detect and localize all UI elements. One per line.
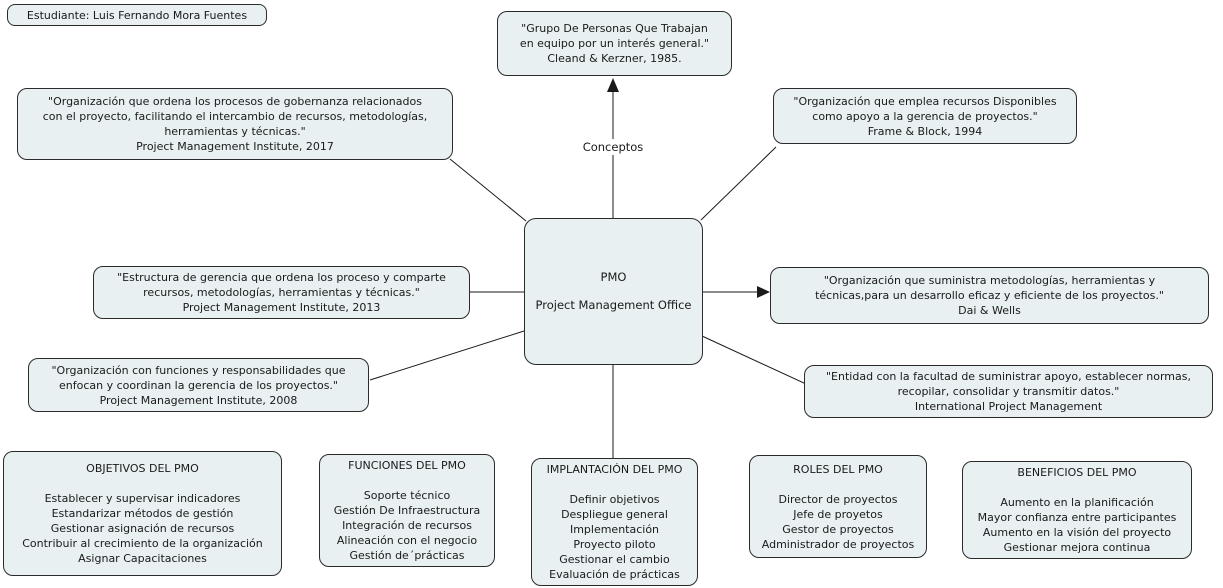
quote-line: "Organización que emplea recursos Dispon…: [793, 94, 1057, 108]
quote-source: Project Management Institute, 2017: [136, 140, 334, 153]
quote-line: "Entidad con la facultad de suministrar …: [826, 370, 1191, 383]
quote-line: como apoyo a la gerencia de proyectos.": [812, 109, 1038, 123]
edge-pmo-pmi2008: [369, 330, 525, 381]
category-item: Despliegue general: [561, 508, 668, 521]
category-box-roles: ROLES DEL PMO Director de proyectos Jefe…: [749, 455, 927, 558]
quote-line: "Grupo De Personas Que Trabajan: [521, 22, 708, 35]
category-item: Asignar Capacitaciones: [78, 552, 207, 565]
quote-line: técnicas,para un desarrollo eficaz y efi…: [815, 289, 1164, 302]
category-item: Gestión De Infraestructura: [333, 504, 481, 517]
concept-box-pmi-2017: "Organización que ordena los procesos de…: [17, 88, 453, 160]
category-box-objetivos: OBJETIVOS DEL PMO Establecer y supervisa…: [3, 451, 282, 576]
edge-pmo-pmi2017: [449, 158, 527, 222]
category-item: Proyecto piloto: [573, 538, 656, 551]
category-item: Aumento en la visión del proyecto: [982, 526, 1172, 539]
quote-line: recursos, metodologías, herramientas y t…: [143, 286, 420, 299]
concept-box-cleand-kerzner: "Grupo De Personas Que Trabajan en equip…: [497, 11, 732, 76]
category-item: Estandarizar métodos de gestión: [51, 507, 234, 520]
arrowhead-up-icon: [607, 78, 619, 92]
student-name-box: Estudiante: Luis Fernando Mora Fuentes: [7, 4, 267, 26]
quote-line: "Organización que ordena los procesos de…: [48, 95, 422, 108]
quote-line: con el proyecto, facilitando el intercam…: [42, 110, 428, 123]
quote-line: "Organización con funciones y responsabi…: [51, 363, 346, 377]
pmo-acronym: PMO: [600, 270, 627, 284]
center-node-pmo: PMO Project Management Office: [524, 218, 703, 365]
category-title: ROLES DEL PMO: [793, 462, 883, 476]
category-item: Evaluación de prácticas: [549, 568, 680, 581]
category-item: Soporte técnico: [363, 489, 451, 502]
category-item: Establecer y supervisar indicadores: [44, 492, 241, 505]
concept-box-pmi-2013: "Estructura de gerencia que ordena los p…: [93, 266, 470, 319]
category-title: IMPLANTACIÓN DEL PMO: [546, 463, 683, 476]
quote-line: en equipo por un interés general.": [519, 37, 710, 50]
edge-pmo-frame: [700, 146, 777, 221]
category-item: Director de proyectos: [778, 492, 898, 506]
category-item: Gestionar mejora continua: [1003, 541, 1151, 554]
category-item: Alineación con el negocio: [336, 534, 478, 547]
student-name-label: Estudiante: Luis Fernando Mora Fuentes: [26, 8, 248, 22]
category-item: Integración de recursos: [342, 519, 472, 532]
quote-source: Cleand & Kerzner, 1985.: [547, 52, 682, 65]
quote-source: International Project Management: [914, 400, 1103, 413]
category-box-beneficios: BENEFICIOS DEL PMO Aumento en la planifi…: [962, 461, 1192, 559]
category-item: Jefe de proyetos: [793, 507, 883, 521]
category-title: BENEFICIOS DEL PMO: [1017, 466, 1137, 479]
category-item: Mayor confianza entre participantes: [977, 511, 1177, 524]
category-item: Definir objetivos: [569, 493, 660, 506]
edge-label-conceptos: Conceptos: [578, 139, 648, 155]
concept-box-international-pm: "Entidad con la facultad de suministrar …: [804, 365, 1213, 418]
category-item: Aumento en la planificación: [1000, 496, 1154, 509]
arrowhead-right-icon: [757, 286, 770, 298]
concept-box-dai-wells: "Organización que suministra metodología…: [770, 267, 1209, 324]
quote-line: herramientas y técnicas.": [164, 125, 306, 138]
category-item: Implementación: [569, 523, 660, 536]
quote-line: recopilar, consolidar y transmitir datos…: [897, 385, 1120, 398]
category-item: Administrador de proyectos: [761, 537, 915, 551]
quote-line: "Organización que suministra metodología…: [823, 274, 1156, 287]
quote-source: Project Management Institute, 2013: [182, 301, 381, 314]
category-box-funciones: FUNCIONES DEL PMO Soporte técnico Gestió…: [319, 454, 495, 567]
quote-line: "Estructura de gerencia que ordena los p…: [117, 271, 446, 284]
quote-source: Frame & Block, 1994: [867, 124, 983, 138]
category-item: Gestionar el cambio: [559, 553, 670, 566]
concept-box-frame-block: "Organización que emplea recursos Dispon…: [773, 88, 1077, 144]
category-item: Gestionar asignación de recursos: [50, 522, 235, 535]
category-title: OBJETIVOS DEL PMO: [86, 462, 199, 475]
edge-pmo-ipm: [701, 335, 807, 385]
quote-line: enfocan y coordinan la gerencia de los p…: [59, 378, 338, 392]
quote-source: Project Management Institute, 2008: [99, 393, 298, 407]
category-item: Gestión de´prácticas: [349, 549, 465, 562]
category-box-implantacion: IMPLANTACIÓN DEL PMO Definir objetivos D…: [531, 458, 698, 586]
pmo-title: Project Management Office: [535, 298, 692, 312]
category-title: FUNCIONES DEL PMO: [348, 459, 466, 472]
quote-source: Dai & Wells: [958, 304, 1021, 317]
concept-box-pmi-2008: "Organización con funciones y responsabi…: [28, 358, 369, 412]
category-item: Gestor de proyectos: [782, 522, 894, 536]
category-item: Contribuir al crecimiento de la organiza…: [22, 537, 263, 550]
